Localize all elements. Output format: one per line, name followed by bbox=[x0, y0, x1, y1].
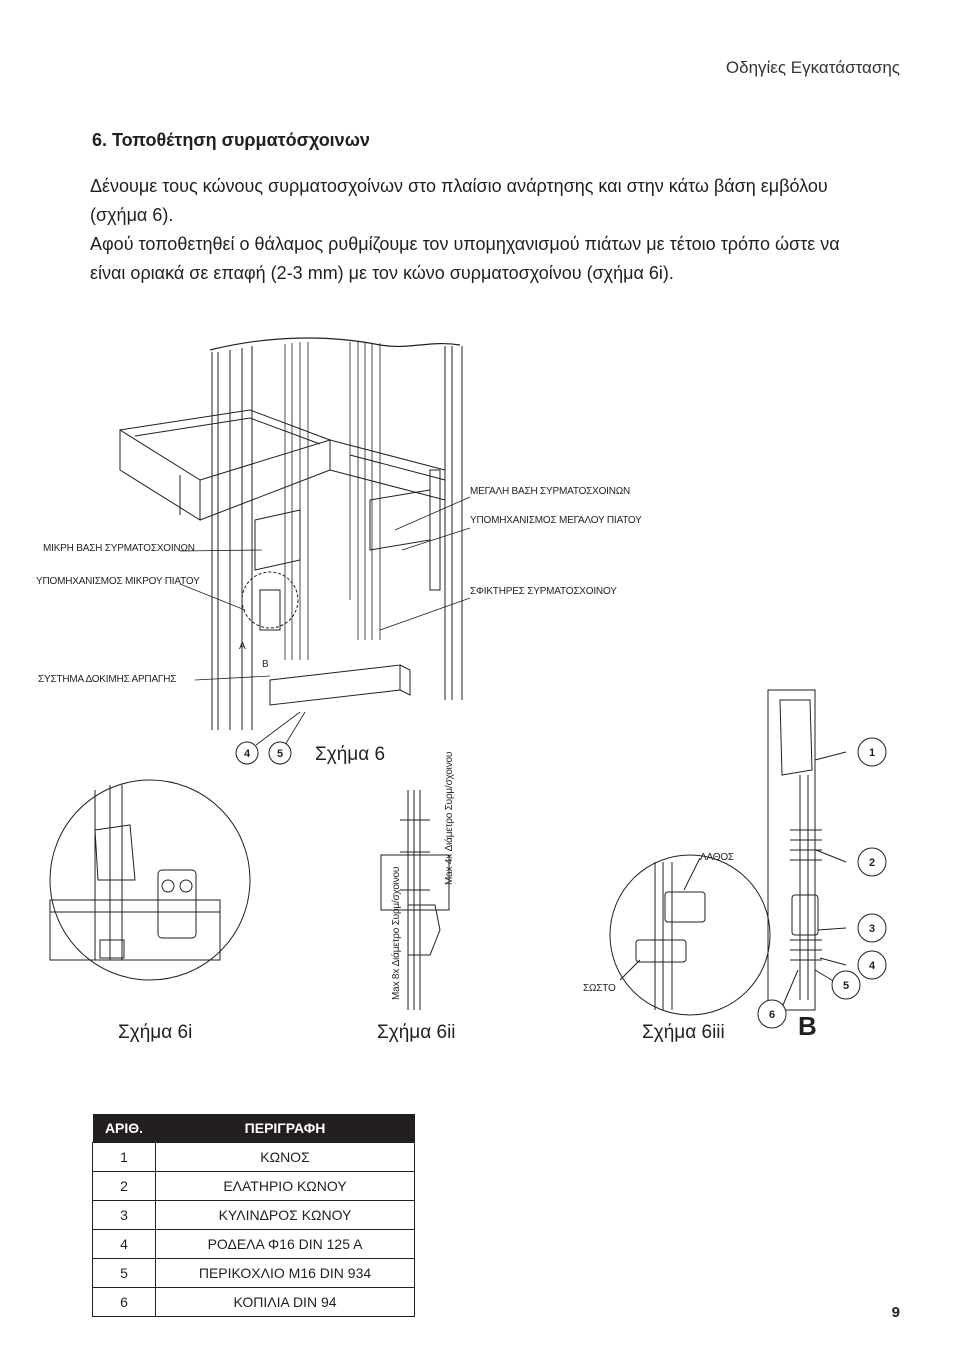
small-base bbox=[241, 509, 301, 631]
row-num: 2 bbox=[92, 1171, 156, 1201]
detail-circle-6i bbox=[49, 779, 251, 981]
caption-fig6iii: Σχήμα 6iii bbox=[642, 1022, 725, 1043]
parts-table-header: ΑΡΙΘ. ΠΕΡΙΓΡΑΦΗ bbox=[92, 1114, 415, 1143]
label-big-plate-mechanism: ΥΠΟΜΗΧΑΝΙΣΜΟΣ ΜΕΓΑΛΟΥ ΠΙΑΤΟΥ bbox=[470, 515, 642, 526]
row-num: 1 bbox=[92, 1142, 156, 1172]
table-row: 2 ΕΛΑΤΗΡΙΟ ΚΩΝΟΥ bbox=[92, 1171, 415, 1201]
row-num: 6 bbox=[92, 1287, 156, 1317]
callout-4: 4 bbox=[857, 950, 887, 980]
callout-5-fig6: 5 bbox=[268, 741, 292, 765]
label-small-base: ΜΙΚΡΗ ΒΑΣΗ ΣΥΡΜΑΤΟΣΧΟΙΝΩΝ bbox=[43, 543, 195, 554]
label-max-8x: Max 8x Διάμετρο Συρμ/σχοινου bbox=[390, 867, 402, 1000]
callout-1-text: 1 bbox=[869, 747, 875, 759]
row-desc: ΕΛΑΤΗΡΙΟ ΚΩΝΟΥ bbox=[155, 1171, 415, 1201]
table-row: 6 ΚΟΠΙΛΙΑ DIN 94 bbox=[92, 1287, 415, 1317]
callout-5-text: 5 bbox=[277, 748, 283, 760]
installation-figure: ΜΕΓΑΛΗ ΒΑΣΗ ΣΥΡΜΑΤΟΣΧΟΙΝΩΝ ΥΠΟΜΗΧΑΝΙΣΜΟΣ… bbox=[36, 337, 887, 1043]
row-desc: ΚΩΝΟΣ bbox=[155, 1142, 415, 1172]
callout-4b-text: 4 bbox=[869, 960, 876, 972]
section-title: 6. Τοποθέτηση συρματόσχοινων bbox=[92, 130, 370, 150]
label-big-base: ΜΕΓΑΛΗ ΒΑΣΗ ΣΥΡΜΑΤΟΣΧΟΙΝΩΝ bbox=[470, 486, 630, 497]
callout-1: 1 bbox=[857, 737, 887, 767]
paragraph-1: Δένουμε τους κώνους συρματοσχοίνων στο π… bbox=[90, 176, 828, 225]
row-num: 5 bbox=[92, 1258, 156, 1288]
detail-6i-drawing bbox=[49, 785, 221, 961]
label-catch-test: ΣΥΣΤΗΜΑ ΔΟΚΙΜΗΣ ΑΡΠΑΓΗΣ bbox=[38, 674, 176, 685]
paragraph-2: Αφού τοποθετηθεί ο θάλαμος ρυθμίζουμε το… bbox=[90, 234, 840, 283]
label-small-plate-mechanism: ΥΠΟΜΗΧΑΝΙΣΜΟΣ ΜΙΚΡΟΥ ΠΙΑΤΟΥ bbox=[36, 576, 200, 587]
row-desc: ΚΥΛΙΝΔΡΟΣ ΚΩΝΟΥ bbox=[155, 1200, 415, 1230]
callout-6: 6 bbox=[757, 999, 787, 1029]
caption-fig6i: Σχήμα 6i bbox=[118, 1022, 192, 1043]
row-desc: ΠΕΡΙΚΟΧΛΙΟ Μ16 DIN 934 bbox=[155, 1258, 415, 1288]
detail-circle-6iii bbox=[609, 854, 771, 1016]
label-detail-a: A bbox=[239, 641, 246, 652]
suspension-frame bbox=[119, 409, 446, 521]
row-desc: ΡΟΔΕΛΑ Φ16 DIN 125 A bbox=[155, 1229, 415, 1259]
table-row: 4 ΡΟΔΕΛΑ Φ16 DIN 125 A bbox=[92, 1229, 415, 1259]
header-num: ΑΡΙΘ. bbox=[92, 1114, 156, 1143]
callout-6-text: 6 bbox=[769, 1009, 775, 1021]
callout-2-text: 2 bbox=[869, 857, 875, 869]
parts-table: ΑΡΙΘ. ΠΕΡΙΓΡΑΦΗ 1 ΚΩΝΟΣ 2 ΕΛΑΤΗΡΙΟ ΚΩΝΟΥ… bbox=[92, 1114, 415, 1317]
label-right: ΣΩΣΤΟ bbox=[583, 983, 616, 994]
header-title: Οδηγίες Εγκατάστασης bbox=[725, 58, 900, 77]
callout-4-fig6: 4 bbox=[235, 741, 259, 765]
detail-b-drawing bbox=[779, 699, 847, 1013]
catch-test-beam bbox=[269, 664, 411, 706]
callout-5: 5 bbox=[831, 970, 861, 1000]
detail-b-outline bbox=[767, 689, 816, 1011]
header-desc: ΠΕΡΙΓΡΑΦΗ bbox=[155, 1114, 415, 1143]
ropes bbox=[284, 342, 381, 660]
callout-3: 3 bbox=[857, 913, 887, 943]
detail-b-title: B bbox=[798, 1011, 817, 1041]
caption-fig6ii: Σχήμα 6ii bbox=[377, 1022, 456, 1043]
body-text: Δένουμε τους κώνους συρματοσχοίνων στο π… bbox=[90, 172, 850, 288]
caption-fig6: Σχήμα 6 bbox=[315, 744, 385, 765]
label-max-4x: Max 4x Διάμετρο Συρμ/σχοινου bbox=[443, 752, 455, 885]
row-num: 3 bbox=[92, 1200, 156, 1230]
big-base bbox=[369, 469, 441, 591]
detail-6iii-drawing bbox=[619, 857, 706, 1010]
page-number: 9 bbox=[891, 1304, 900, 1321]
table-row: 3 ΚΥΛΙΝΔΡΟΣ ΚΩΝΟΥ bbox=[92, 1200, 415, 1230]
break-line bbox=[209, 337, 461, 351]
label-wrong: ΛΑΘΟΣ bbox=[700, 852, 734, 863]
label-detail-b: B bbox=[262, 659, 269, 670]
label-clamps: ΣΦΙΚΤΗΡΕΣ ΣΥΡΜΑΤΟΣΧΟΙΝΟΥ bbox=[470, 586, 617, 597]
row-desc: ΚΟΠΙΛΙΑ DIN 94 bbox=[155, 1287, 415, 1317]
callout-3-text: 3 bbox=[869, 923, 875, 935]
table-row: 5 ΠΕΡΙΚΟΧΛΙΟ Μ16 DIN 934 bbox=[92, 1258, 415, 1288]
table-row: 1 ΚΩΝΟΣ bbox=[92, 1142, 415, 1172]
callout-5b-text: 5 bbox=[843, 980, 849, 992]
leader-lines bbox=[179, 496, 471, 746]
callout-4-text: 4 bbox=[244, 748, 251, 760]
row-num: 4 bbox=[92, 1229, 156, 1259]
detail-6ii-drawing bbox=[380, 790, 450, 1010]
callout-2: 2 bbox=[857, 847, 887, 877]
